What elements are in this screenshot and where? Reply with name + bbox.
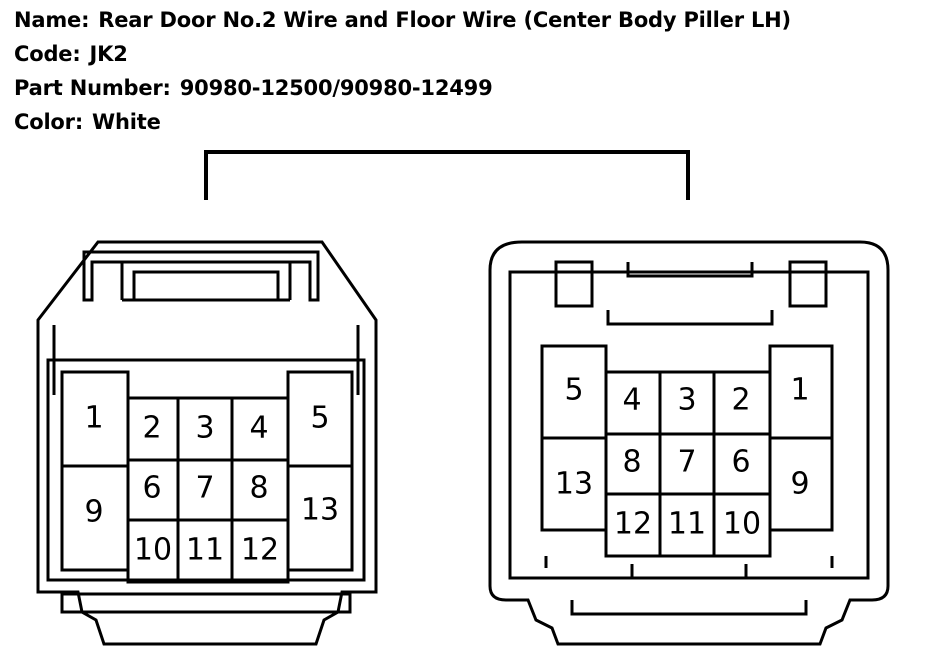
right-grid <box>604 370 772 558</box>
right-pin-12: 12 <box>614 507 652 542</box>
left-housing-outline <box>36 240 378 646</box>
left-latch-inner <box>132 270 280 302</box>
left-pin-11: 11 <box>186 533 224 568</box>
right-top-notch-l <box>554 260 594 308</box>
right-pin-6: 6 <box>731 445 750 480</box>
part-number-label: Part Number: <box>14 76 171 100</box>
right-pin-10: 10 <box>723 507 761 542</box>
right-inner-frame <box>508 270 870 580</box>
right-top-key <box>626 262 754 278</box>
right-pin-7: 7 <box>677 445 696 480</box>
right-pin-1: 1 <box>790 373 809 408</box>
name-value: Rear Door No.2 Wire and Floor Wire (Cent… <box>98 8 791 32</box>
connector-link-bracket <box>204 150 690 200</box>
right-top-notch-r <box>788 260 828 308</box>
left-connector <box>36 240 378 646</box>
left-pin-labels: 1 2 3 4 5 6 7 8 9 10 11 12 13 <box>84 401 339 568</box>
right-pin-labels: 5 4 3 2 1 8 7 6 13 9 12 11 10 <box>555 373 810 542</box>
right-bottom-ribs <box>544 556 834 578</box>
right-top-rib <box>606 310 774 326</box>
left-pin-2: 2 <box>142 411 161 446</box>
right-pin-2: 2 <box>731 383 750 418</box>
name-label: Name: <box>14 8 90 32</box>
left-pin-10: 10 <box>134 533 172 568</box>
left-pin-13: 13 <box>301 493 339 528</box>
left-pin-5: 5 <box>310 401 329 436</box>
right-housing-outline <box>488 240 890 646</box>
left-pin-3: 3 <box>195 411 214 446</box>
left-grid <box>126 396 290 584</box>
color-label: Color: <box>14 110 84 134</box>
right-pin-11: 11 <box>668 507 706 542</box>
right-pin-8: 8 <box>622 445 641 480</box>
right-pin-9: 9 <box>790 467 809 502</box>
color-value: White <box>92 110 161 134</box>
left-bottom-skirt <box>60 592 352 614</box>
left-latch-window <box>120 262 292 302</box>
left-terminal-body <box>46 358 366 582</box>
left-pin-4: 4 <box>249 411 268 446</box>
part-number-line: Part Number: 90980-12500/90980-12499 <box>14 76 493 100</box>
left-pin-9: 9 <box>84 495 103 530</box>
name-line: Name: Rear Door No.2 Wire and Floor Wire … <box>14 8 791 32</box>
right-pin-13: 13 <box>555 467 593 502</box>
right-pin-4: 4 <box>622 383 641 418</box>
part-number-value: 90980-12500/90980-12499 <box>179 76 493 100</box>
color-line: Color: White <box>14 110 161 134</box>
left-top-latch <box>82 250 320 302</box>
code-label: Code: <box>14 42 81 66</box>
left-pin-12: 12 <box>241 533 279 568</box>
left-pin-8: 8 <box>249 471 268 506</box>
right-pin-3: 3 <box>677 383 696 418</box>
right-connector <box>488 240 890 646</box>
left-pin-1: 1 <box>84 401 103 436</box>
left-pin-6: 6 <box>142 471 161 506</box>
code-value: JK2 <box>89 42 128 66</box>
right-bottom-skirt <box>570 600 808 616</box>
left-pin-7: 7 <box>195 471 214 506</box>
code-line: Code: JK2 <box>14 42 128 66</box>
right-pin-5: 5 <box>564 373 583 408</box>
